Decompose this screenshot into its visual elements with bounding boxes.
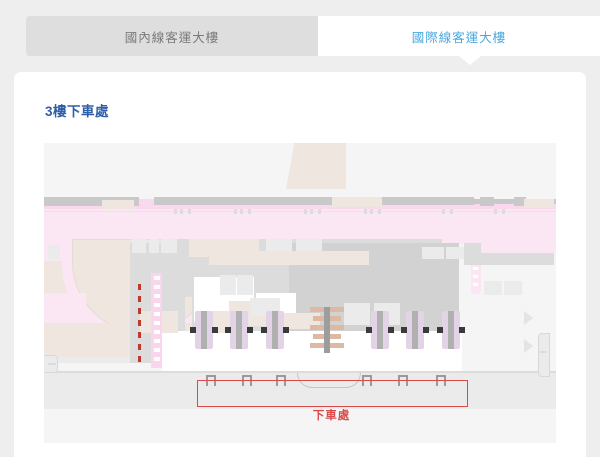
terminal-tab-bar: 國內線客運大樓 國際線客運大樓 [0,16,600,56]
map-boundary-dashed-line [138,284,141,364]
escalator-marker-icon [437,327,443,333]
escalator-bar-icon [236,311,242,349]
escalator-marker-icon [283,327,289,333]
escalator-marker-icon [423,327,429,333]
map-edge-tab-right-bar [540,351,547,353]
map-walkway-dash-right [473,243,478,289]
active-tab-pointer-icon [459,56,481,65]
map-room-9 [422,247,444,259]
map-wall-left [44,197,139,206]
map-edge-left-lower [44,357,194,363]
floor-map[interactable]: 下車處 + − [44,143,556,443]
map-edge-tab-left-bar [48,363,56,365]
map-curb-bar [398,375,406,377]
map-room-right-1 [484,281,502,295]
dropoff-label: 下車處 [312,410,351,422]
map-room-7 [237,275,253,295]
map-curb-bar [362,375,370,377]
map-gate-tick [494,209,497,214]
map-escalator [190,311,218,349]
map-room-right-2 [504,281,522,295]
map-wall-right-a [480,197,494,206]
map-gate-tick [174,209,177,214]
map-arrow-right-icon-2 [524,339,533,353]
tab-domestic-terminal[interactable]: 國內線客運大樓 [26,16,318,56]
map-wall-beige-left [102,200,134,209]
map-gate-tick [180,209,183,214]
map-gate-tick [502,209,505,214]
map-gate-tick [378,209,381,214]
map-gate-tick [442,209,445,214]
map-room-5 [296,239,322,251]
map-escalator [437,311,465,349]
map-room-beige-2 [209,251,329,265]
tab-domestic-terminal-label: 國內線客運大樓 [124,30,220,45]
map-escalator [261,311,289,349]
map-gate-tick [364,209,367,214]
escalator-marker-icon [401,327,407,333]
escalator-marker-icon [247,327,253,333]
map-escalator [366,311,394,349]
map-curb-bar [206,375,214,377]
escalator-marker-icon [388,327,394,333]
map-gate-tick [370,209,373,214]
map-corridor-right-2 [481,239,556,253]
map-edge-tab-right [538,333,550,377]
tab-international-terminal[interactable]: 國際線客運大樓 [318,16,600,56]
escalator-marker-icon [261,327,267,333]
escalator-marker-icon [212,327,218,333]
map-gate-tick [188,209,191,214]
escalator-bar-icon [377,311,383,349]
escalator-bar-icon [201,311,207,349]
map-room-left-small [48,245,60,259]
map-gate-tick [234,209,237,214]
map-gate-tick [318,209,321,214]
map-curb-bar [436,375,444,377]
map-room-4 [266,239,292,251]
map-room-11 [344,303,370,325]
map-escalator [401,311,429,349]
map-walkway-dashes [154,276,160,365]
escalator-marker-icon [225,327,231,333]
map-wall-beige [332,197,382,207]
escalator-bar-icon [448,311,454,349]
escalator-marker-icon [366,327,372,333]
map-curb-bar [276,375,284,377]
map-stairs [310,307,344,353]
tab-international-terminal-label: 國際線客運大樓 [411,30,507,45]
map-room-2 [149,239,159,253]
escalator-marker-icon [190,327,196,333]
map-wall-mid2 [154,197,474,205]
dropoff-highlight-box [197,380,468,407]
escalator-bar-icon [412,311,418,349]
map-room-beige-5 [324,251,369,265]
map-curb-bar [242,375,250,377]
escalator-marker-icon [459,327,465,333]
map-curb-line [44,371,556,373]
map-room-3 [161,239,177,253]
map-wall-right-b [514,197,526,206]
map-shape-upper-building [286,143,346,189]
content-card: 3樓下車處 [14,72,586,457]
map-room-6 [220,275,236,295]
map-room-1 [132,239,146,253]
map-gate-tick [248,209,251,214]
map-corridor-centerline [44,211,556,212]
map-gate-tick [304,209,307,214]
map-gate-tick [450,209,453,214]
map-gate-tick [310,209,313,214]
page-title: 3樓下車處 [45,104,110,119]
map-arrow-right-icon [524,311,533,325]
map-escalator [225,311,253,349]
map-room-10 [446,247,468,259]
map-gate-tick [240,209,243,214]
stair-bar-icon [324,307,330,353]
escalator-bar-icon [272,311,278,349]
map-wall-beige-right [524,199,554,208]
